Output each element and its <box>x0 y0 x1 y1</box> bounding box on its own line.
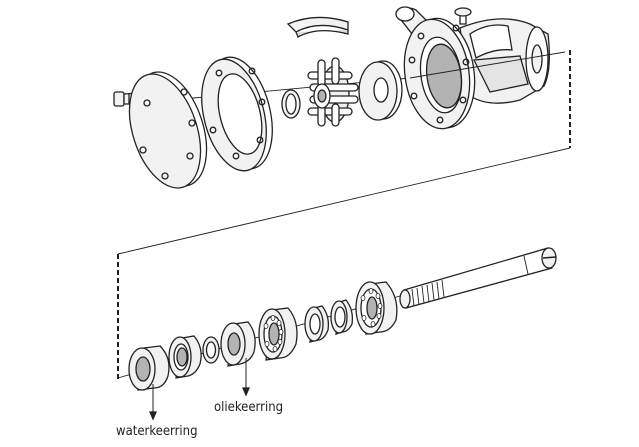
spacer-ring <box>304 305 330 343</box>
water-seal-label: waterkeerring <box>116 424 198 439</box>
shaft <box>399 247 557 309</box>
gasket <box>201 56 273 172</box>
wear-plate <box>358 60 403 121</box>
oil-seal-label: oliekeerring <box>214 400 284 415</box>
bearing <box>258 307 298 361</box>
bearing <box>355 281 398 335</box>
seal-holder <box>168 335 202 379</box>
impeller <box>307 57 359 127</box>
water-seal <box>128 345 170 391</box>
end-cover <box>128 71 208 189</box>
pump-housing <box>395 6 550 130</box>
connector-lines <box>117 50 571 380</box>
cam-insert <box>286 16 349 38</box>
water-seal-leader <box>149 384 157 421</box>
spacer-ring <box>330 299 354 335</box>
snap-ring <box>202 336 220 364</box>
oil-seal-leader <box>242 358 250 397</box>
oil-seal <box>220 321 256 367</box>
o-ring <box>281 89 301 119</box>
